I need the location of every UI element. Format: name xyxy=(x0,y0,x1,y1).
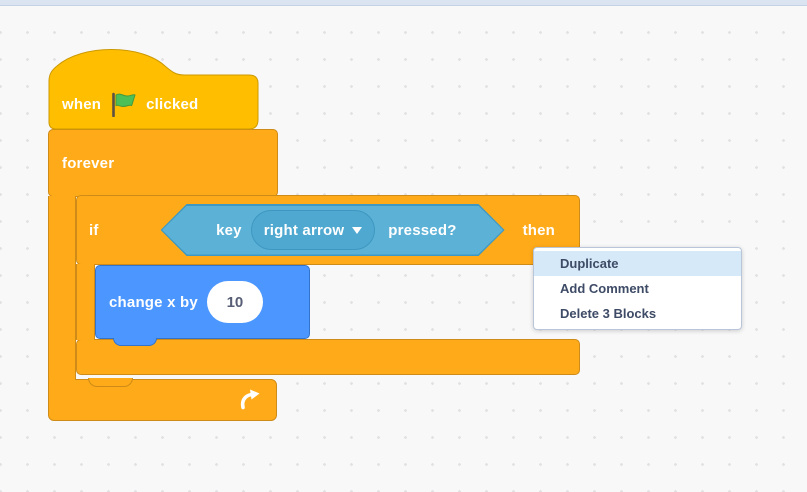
clicked-label: clicked xyxy=(146,95,199,113)
context-menu: Duplicate Add Comment Delete 3 Blocks xyxy=(533,247,742,330)
hat-block-when-flag-clicked[interactable] xyxy=(48,43,260,131)
green-flag-icon xyxy=(112,92,136,117)
forever-block-bottom[interactable] xyxy=(48,379,277,421)
forever-block[interactable]: forever xyxy=(48,129,278,197)
if-label: if xyxy=(89,221,99,239)
dropdown-arrow-icon xyxy=(352,227,362,234)
forever-label: forever xyxy=(62,154,115,172)
then-label: then xyxy=(522,221,556,239)
key-label: key xyxy=(216,221,242,239)
forever-bottom-notch xyxy=(88,378,133,387)
change-x-input[interactable]: 10 xyxy=(206,281,263,323)
pressed-label: pressed? xyxy=(388,221,457,239)
scripts-workspace[interactable]: when clicked forever if key right arrow … xyxy=(0,7,807,492)
menu-item-add-comment[interactable]: Add Comment xyxy=(560,281,649,296)
forever-block-arm[interactable] xyxy=(48,196,76,380)
change-x-label: change x by xyxy=(109,293,198,311)
when-label: when xyxy=(62,95,102,113)
menu-item-delete-blocks[interactable]: Delete 3 Blocks xyxy=(560,306,657,321)
if-block-arm[interactable] xyxy=(76,264,95,340)
key-dropdown[interactable]: right arrow xyxy=(251,210,376,250)
menu-item-duplicate[interactable]: Duplicate xyxy=(534,251,741,276)
browser-top-strip xyxy=(0,0,807,6)
condition-hexagon[interactable]: key right arrow pressed? xyxy=(161,204,505,256)
change-x-bottom-bump xyxy=(113,338,157,346)
key-dropdown-value: right arrow xyxy=(263,221,345,239)
hat-block-text[interactable]: when clicked xyxy=(62,83,198,125)
loop-arrow-icon xyxy=(240,389,260,409)
if-block[interactable]: if key right arrow pressed? then xyxy=(76,195,580,265)
if-block-bottom[interactable] xyxy=(76,339,580,375)
change-x-block[interactable]: change x by 10 xyxy=(95,265,310,339)
